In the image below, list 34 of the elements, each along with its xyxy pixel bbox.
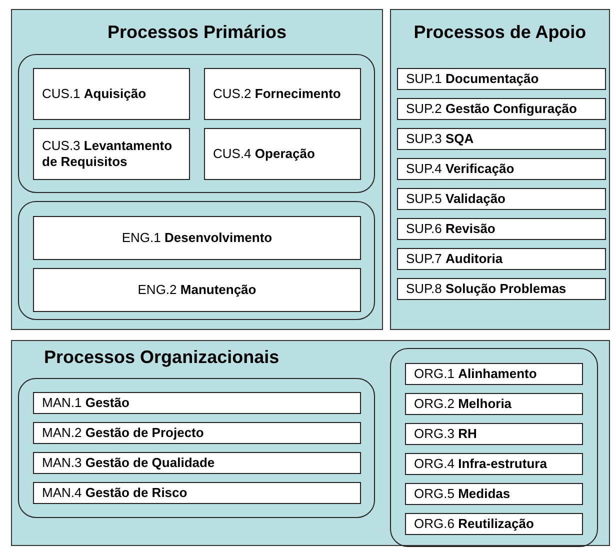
process-box: MAN.2 Gestão de Projecto: [33, 422, 361, 444]
process-box: ORG.3 RH: [405, 423, 583, 445]
panel-title: Processos de Apoio: [412, 22, 588, 43]
process-box: ENG.2 Manutenção: [33, 268, 361, 312]
process-box: MAN.3 Gestão de Qualidade: [33, 452, 361, 474]
process-box: SUP.7 Auditoria: [397, 248, 606, 270]
process-box: SUP.2 Gestão Configuração: [397, 98, 606, 120]
process-box: SUP.1 Documentação: [397, 68, 606, 90]
process-box: ORG.6 Reutilização: [405, 513, 583, 535]
process-box: SUP.8 Solução Problemas: [397, 278, 606, 300]
rounded-frame: [390, 348, 598, 547]
process-box: ORG.1 Alinhamento: [405, 363, 583, 385]
panel: [11, 340, 610, 546]
process-box: ORG.4 Infra-estrutura: [405, 453, 583, 475]
process-box: ORG.2 Melhoria: [405, 393, 583, 415]
process-box: ENG.1 Desenvolvimento: [33, 216, 361, 260]
process-box: MAN.4 Gestão de Risco: [33, 482, 361, 504]
panel: [11, 9, 383, 330]
process-box: ORG.5 Medidas: [405, 483, 583, 505]
process-box: MAN.1 Gestão: [33, 392, 361, 414]
process-box: SUP.6 Revisão: [397, 218, 606, 240]
process-box: CUS.3 Levantamento de Requisitos: [33, 128, 190, 180]
process-box: CUS.4 Operação: [204, 128, 361, 180]
rounded-frame: [18, 54, 375, 193]
process-box: CUS.2 Fornecimento: [204, 68, 361, 120]
process-box: CUS.1 Aquisição: [33, 68, 190, 120]
rounded-frame: [18, 378, 375, 518]
rounded-frame: [18, 201, 375, 320]
panel-title: Processos Primários: [106, 22, 288, 43]
process-box: SUP.4 Verificação: [397, 158, 606, 180]
process-box: SUP.5 Validação: [397, 188, 606, 210]
panel: [390, 9, 610, 330]
process-box: SUP.3 SQA: [397, 128, 606, 150]
panel-title: Processos Organizacionais: [44, 347, 280, 368]
